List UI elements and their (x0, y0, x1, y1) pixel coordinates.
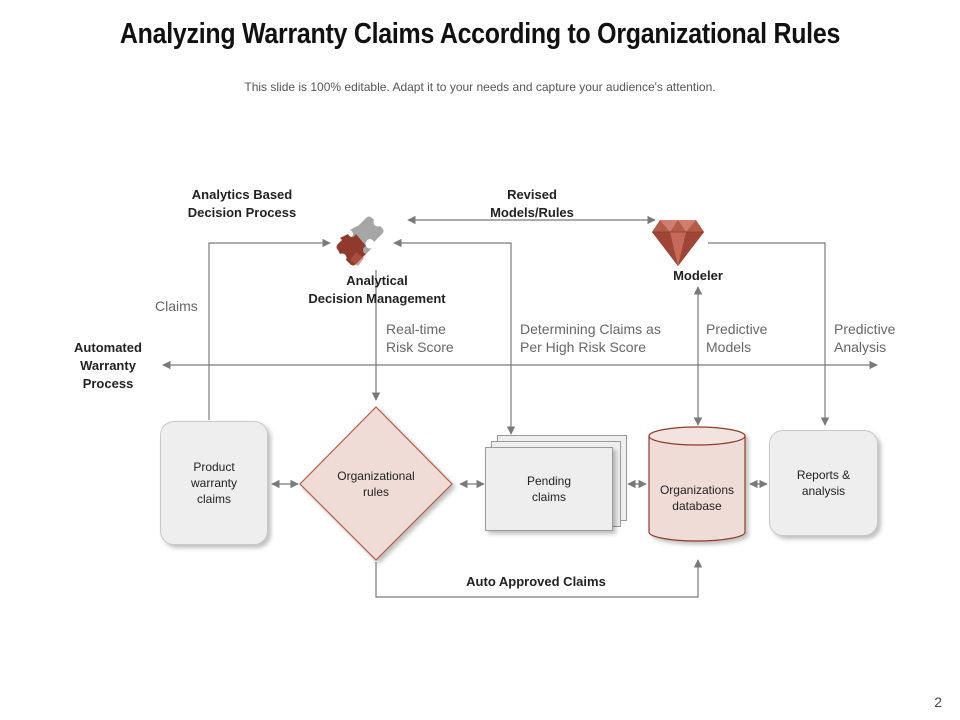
product-line-2: warranty (190, 476, 237, 490)
predictive-models-line-1: Predictive (706, 321, 768, 337)
org-rules-line-2: rules (362, 485, 389, 499)
gem-icon (652, 220, 704, 266)
pending-line-1: Pending (526, 474, 572, 488)
claims-label: Claims (155, 298, 198, 314)
auto-approved-label: Auto Approved Claims (466, 574, 606, 589)
pending-line-2: claims (531, 490, 566, 504)
realtime-line-1: Real-time (386, 321, 446, 337)
revised-models-label: Revised Models/Rules (462, 186, 602, 222)
automated-process-label: Automated Warranty Process (58, 339, 158, 393)
predictive-models-line-2: Models (706, 339, 752, 355)
realtime-risk-label: Real-time Risk Score (386, 320, 454, 356)
predictive-analysis-connector (708, 242, 830, 426)
reports-analysis-box: Reports & analysis (769, 430, 878, 536)
product-line-1: Product (193, 460, 235, 474)
slide-title: Analyzing Warranty Claims According to O… (119, 18, 841, 50)
predictive-models-label: Predictive Models (706, 320, 767, 356)
realtime-line-2: Risk Score (386, 339, 454, 355)
db-line-2: database (672, 499, 722, 513)
revised-line-1: Revised (507, 187, 557, 202)
modeler-label: Modeler (673, 268, 723, 283)
automated-line-2: Warranty (80, 358, 136, 373)
product-warranty-claims-box: Product warranty claims (160, 421, 268, 545)
org-rules-label: Organizational rules (316, 466, 436, 502)
revised-line-2: Models/Rules (490, 205, 574, 220)
auto-approved-connector (375, 559, 703, 598)
page-number: 2 (934, 694, 942, 710)
claims-connector (208, 238, 331, 420)
analytical-dm-label: Analytical Decision Management (292, 272, 462, 308)
automated-line-3: Process (82, 376, 134, 391)
org-rules-line-1: Organizational (337, 469, 415, 483)
reports-line-1: Reports & (796, 468, 851, 482)
determining-line-2: Per High Risk Score (520, 339, 647, 355)
reports-line-2: analysis (801, 484, 846, 498)
org-rules-diamond (299, 406, 453, 561)
determining-claims-label: Determining Claims as Per High Risk Scor… (520, 320, 661, 356)
analytical-dm-line-2: Decision Management (308, 291, 446, 306)
analytics-based-label: Analytics Based Decision Process (162, 186, 322, 222)
db-line-1: Organizations (659, 483, 735, 497)
org-database-label: Organizations database (649, 478, 745, 518)
analytics-based-line-1: Analytics Based (191, 187, 293, 202)
determining-claims-connector (393, 238, 516, 435)
analytics-based-line-2: Decision Process (187, 205, 297, 220)
predictive-analysis-label: Predictive Analysis (834, 320, 895, 356)
predictive-analysis-line-1: Predictive (834, 321, 896, 337)
analytical-dm-line-1: Analytical (346, 273, 408, 288)
determining-line-1: Determining Claims as (520, 321, 661, 337)
slide-subtitle: This slide is 100% editable. Adapt it to… (244, 80, 716, 94)
pending-claims-box: Pending claims (485, 447, 613, 531)
database-cylinder (648, 426, 746, 542)
puzzle-icon (336, 216, 384, 266)
product-line-3: claims (196, 492, 231, 506)
automated-line-1: Automated (74, 340, 142, 355)
predictive-analysis-line-2: Analysis (834, 339, 887, 355)
